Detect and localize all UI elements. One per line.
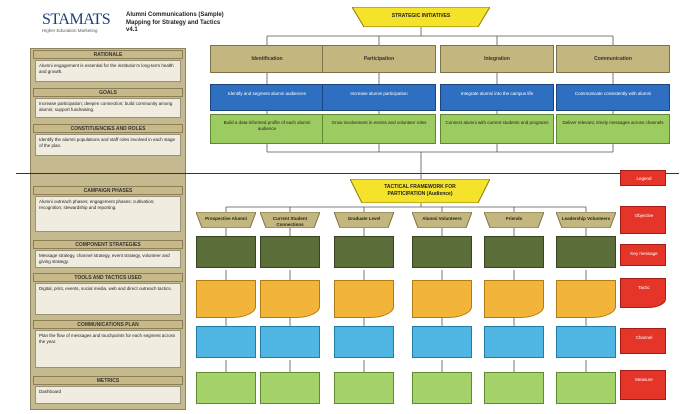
initiative-strategy: Connect alumni with current students and… [440, 114, 554, 144]
tactic-box [260, 280, 320, 318]
divider [16, 173, 679, 174]
initiative-objective: Integrate alumni into the campus life [440, 84, 554, 111]
audience-header: Prospective Alumni [196, 212, 256, 228]
key-message-box [556, 236, 616, 268]
tactic-box [556, 280, 616, 318]
section-body: Plan the flow of messages and touchpoint… [35, 330, 181, 368]
section-body: Alumni outreach phases; engagement phase… [35, 196, 181, 232]
page-title: Alumni Communications (Sample) Mapping f… [126, 12, 236, 42]
channel-box [412, 326, 472, 358]
legend-title-box: Legend [620, 170, 666, 186]
key-message-box [196, 236, 256, 268]
audience-label: Leadership Volunteers [561, 216, 611, 221]
channel-box [484, 326, 544, 358]
initiative-strategy: Grow involvement in events and volunteer… [322, 114, 436, 144]
legend-item-label: Objective [634, 213, 654, 218]
channel-box [556, 326, 616, 358]
legend-item: Measure [620, 370, 666, 400]
key-message-box [334, 236, 394, 268]
channel-box [260, 326, 320, 358]
title-line-1: Alumni Communications (Sample) [126, 12, 224, 18]
section-header: COMMUNICATIONS PLAN [33, 320, 183, 329]
audience-label: Current Student Connections [272, 216, 308, 227]
tactical-title-2: PARTICIPATION (Audience) [387, 191, 453, 197]
legend-item-label: Tactic [638, 285, 650, 290]
section-body: Identify the alumni populations and staf… [35, 134, 181, 156]
section-body: Message strategy, channel strategy, even… [35, 250, 181, 268]
audience-label: Friends [505, 216, 523, 221]
section-header: RATIONALE [33, 50, 183, 59]
section-body: Dashboard [35, 386, 181, 404]
initiative-participation: Participation [322, 45, 436, 73]
section-body: Alumni engagement is essential for the i… [35, 60, 181, 82]
initiative-objective: Identify and segment alumni audiences [210, 84, 324, 111]
channel-box [334, 326, 394, 358]
audience-header: Leadership Volunteers [556, 212, 616, 228]
initiative-objective: Communicate consistently with alumni [556, 84, 670, 111]
tactic-box [484, 280, 544, 318]
audience-header: Friends [484, 212, 544, 228]
measure-box [484, 372, 544, 404]
initiative-strategy: Deliver relevant, timely messages across… [556, 114, 670, 144]
legend-item: Objective [620, 206, 666, 234]
section-header: GOALS [33, 88, 183, 97]
initiative-strategy: Build a data-informed profile of each al… [210, 114, 324, 144]
measure-box [334, 372, 394, 404]
section-header: COMPONENT STRATEGIES [33, 240, 183, 249]
section-header: CAMPAIGN PHASES [33, 186, 183, 195]
tactical-title-1: TACTICAL FRAMEWORK FOR [384, 184, 456, 190]
legend-item-label: Channel [635, 335, 653, 340]
legend-item-label: Key message [630, 251, 658, 256]
measure-box [556, 372, 616, 404]
key-message-box [484, 236, 544, 268]
title-line-3: v4.1 [126, 27, 138, 33]
audience-label: Graduate Level [347, 216, 381, 221]
legend-item-label: Measure [635, 377, 653, 382]
strategic-initiatives-title: STRATEGIC INITIATIVES [391, 13, 451, 19]
measure-box [412, 372, 472, 404]
tactic-box [196, 280, 256, 318]
audience-label: Alumni Volunteers [422, 216, 462, 221]
measure-box [260, 372, 320, 404]
initiative-integration: Integration [440, 45, 554, 73]
legend-item: Key message [620, 244, 666, 266]
channel-box [196, 326, 256, 358]
key-message-box [412, 236, 472, 268]
legend-item: Tactic [620, 278, 666, 308]
audience-header: Graduate Level [334, 212, 394, 228]
logo-text: STAMATS [42, 11, 111, 28]
initiative-identification: Identification [210, 45, 324, 73]
legend-title: Legend [636, 176, 652, 181]
section-body: Digital, print, events, social media, we… [35, 283, 181, 315]
logo-subtitle: Higher Education Marketing [42, 28, 98, 33]
initiative-objective: Increase alumni participation [322, 84, 436, 111]
section-body: Increase participation; deepen connectio… [35, 98, 181, 118]
section-header: TOOLS AND TACTICS USED [33, 273, 183, 282]
tactic-box [412, 280, 472, 318]
audience-label: Prospective Alumni [205, 216, 247, 221]
measure-box [196, 372, 256, 404]
key-message-box [260, 236, 320, 268]
section-header: METRICS [33, 376, 183, 385]
tactic-box [334, 280, 394, 318]
logo: STAMATS Higher Education Marketing [42, 12, 122, 34]
audience-header: Current Student Connections [260, 212, 320, 228]
title-line-2: Mapping for Strategy and Tactics [126, 19, 221, 26]
audience-header: Alumni Volunteers [412, 212, 472, 228]
legend-item: Channel [620, 328, 666, 354]
strategic-initiatives-banner: STRATEGIC INITIATIVES [352, 7, 490, 27]
section-header: CONSTITUENCIES AND ROLES [33, 124, 183, 133]
tactical-framework-banner: TACTICAL FRAMEWORK FOR PARTICIPATION (Au… [350, 179, 490, 203]
initiative-communication: Communication [556, 45, 670, 73]
